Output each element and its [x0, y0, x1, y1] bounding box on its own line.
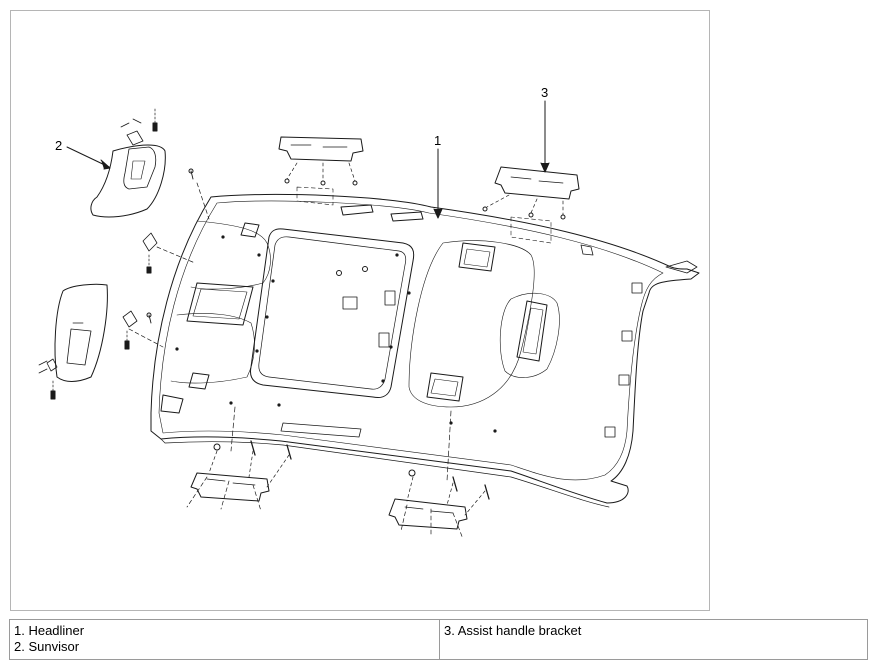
legend-column-right: 3. Assist handle bracket — [440, 620, 867, 659]
sunvisor-upper — [90, 108, 194, 274]
callout-leaders — [66, 100, 550, 219]
rear-upper-handle-bracket — [278, 136, 364, 206]
callout-number-sunvisor: 2 — [55, 138, 62, 153]
sunvisor-lower — [38, 283, 152, 400]
assist-handle-bracket-rear — [482, 166, 580, 244]
sunroof-opening — [250, 228, 415, 398]
callout-number-headliner: 1 — [434, 133, 441, 148]
diagram-frame: 1 2 3 — [10, 10, 710, 611]
legend-item-sunvisor: 2. Sunvisor — [14, 639, 80, 654]
legend-item-headliner: 1. Headliner — [14, 623, 85, 638]
callout-number-assist-handle-bracket: 3 — [541, 85, 548, 100]
legend-item-assist-handle-bracket: 3. Assist handle bracket — [444, 623, 582, 638]
assist-handle-bracket-front-right — [388, 410, 490, 540]
assist-handle-bracket-front-left — [186, 406, 292, 512]
headliner-panel — [150, 193, 700, 508]
parts-legend-table: 1. Headliner 2. Sunvisor 3. Assist handl… — [9, 619, 868, 660]
headliner-exploded-diagram: 1 2 3 — [38, 85, 700, 540]
legend-column-left: 1. Headliner 2. Sunvisor — [10, 620, 440, 659]
